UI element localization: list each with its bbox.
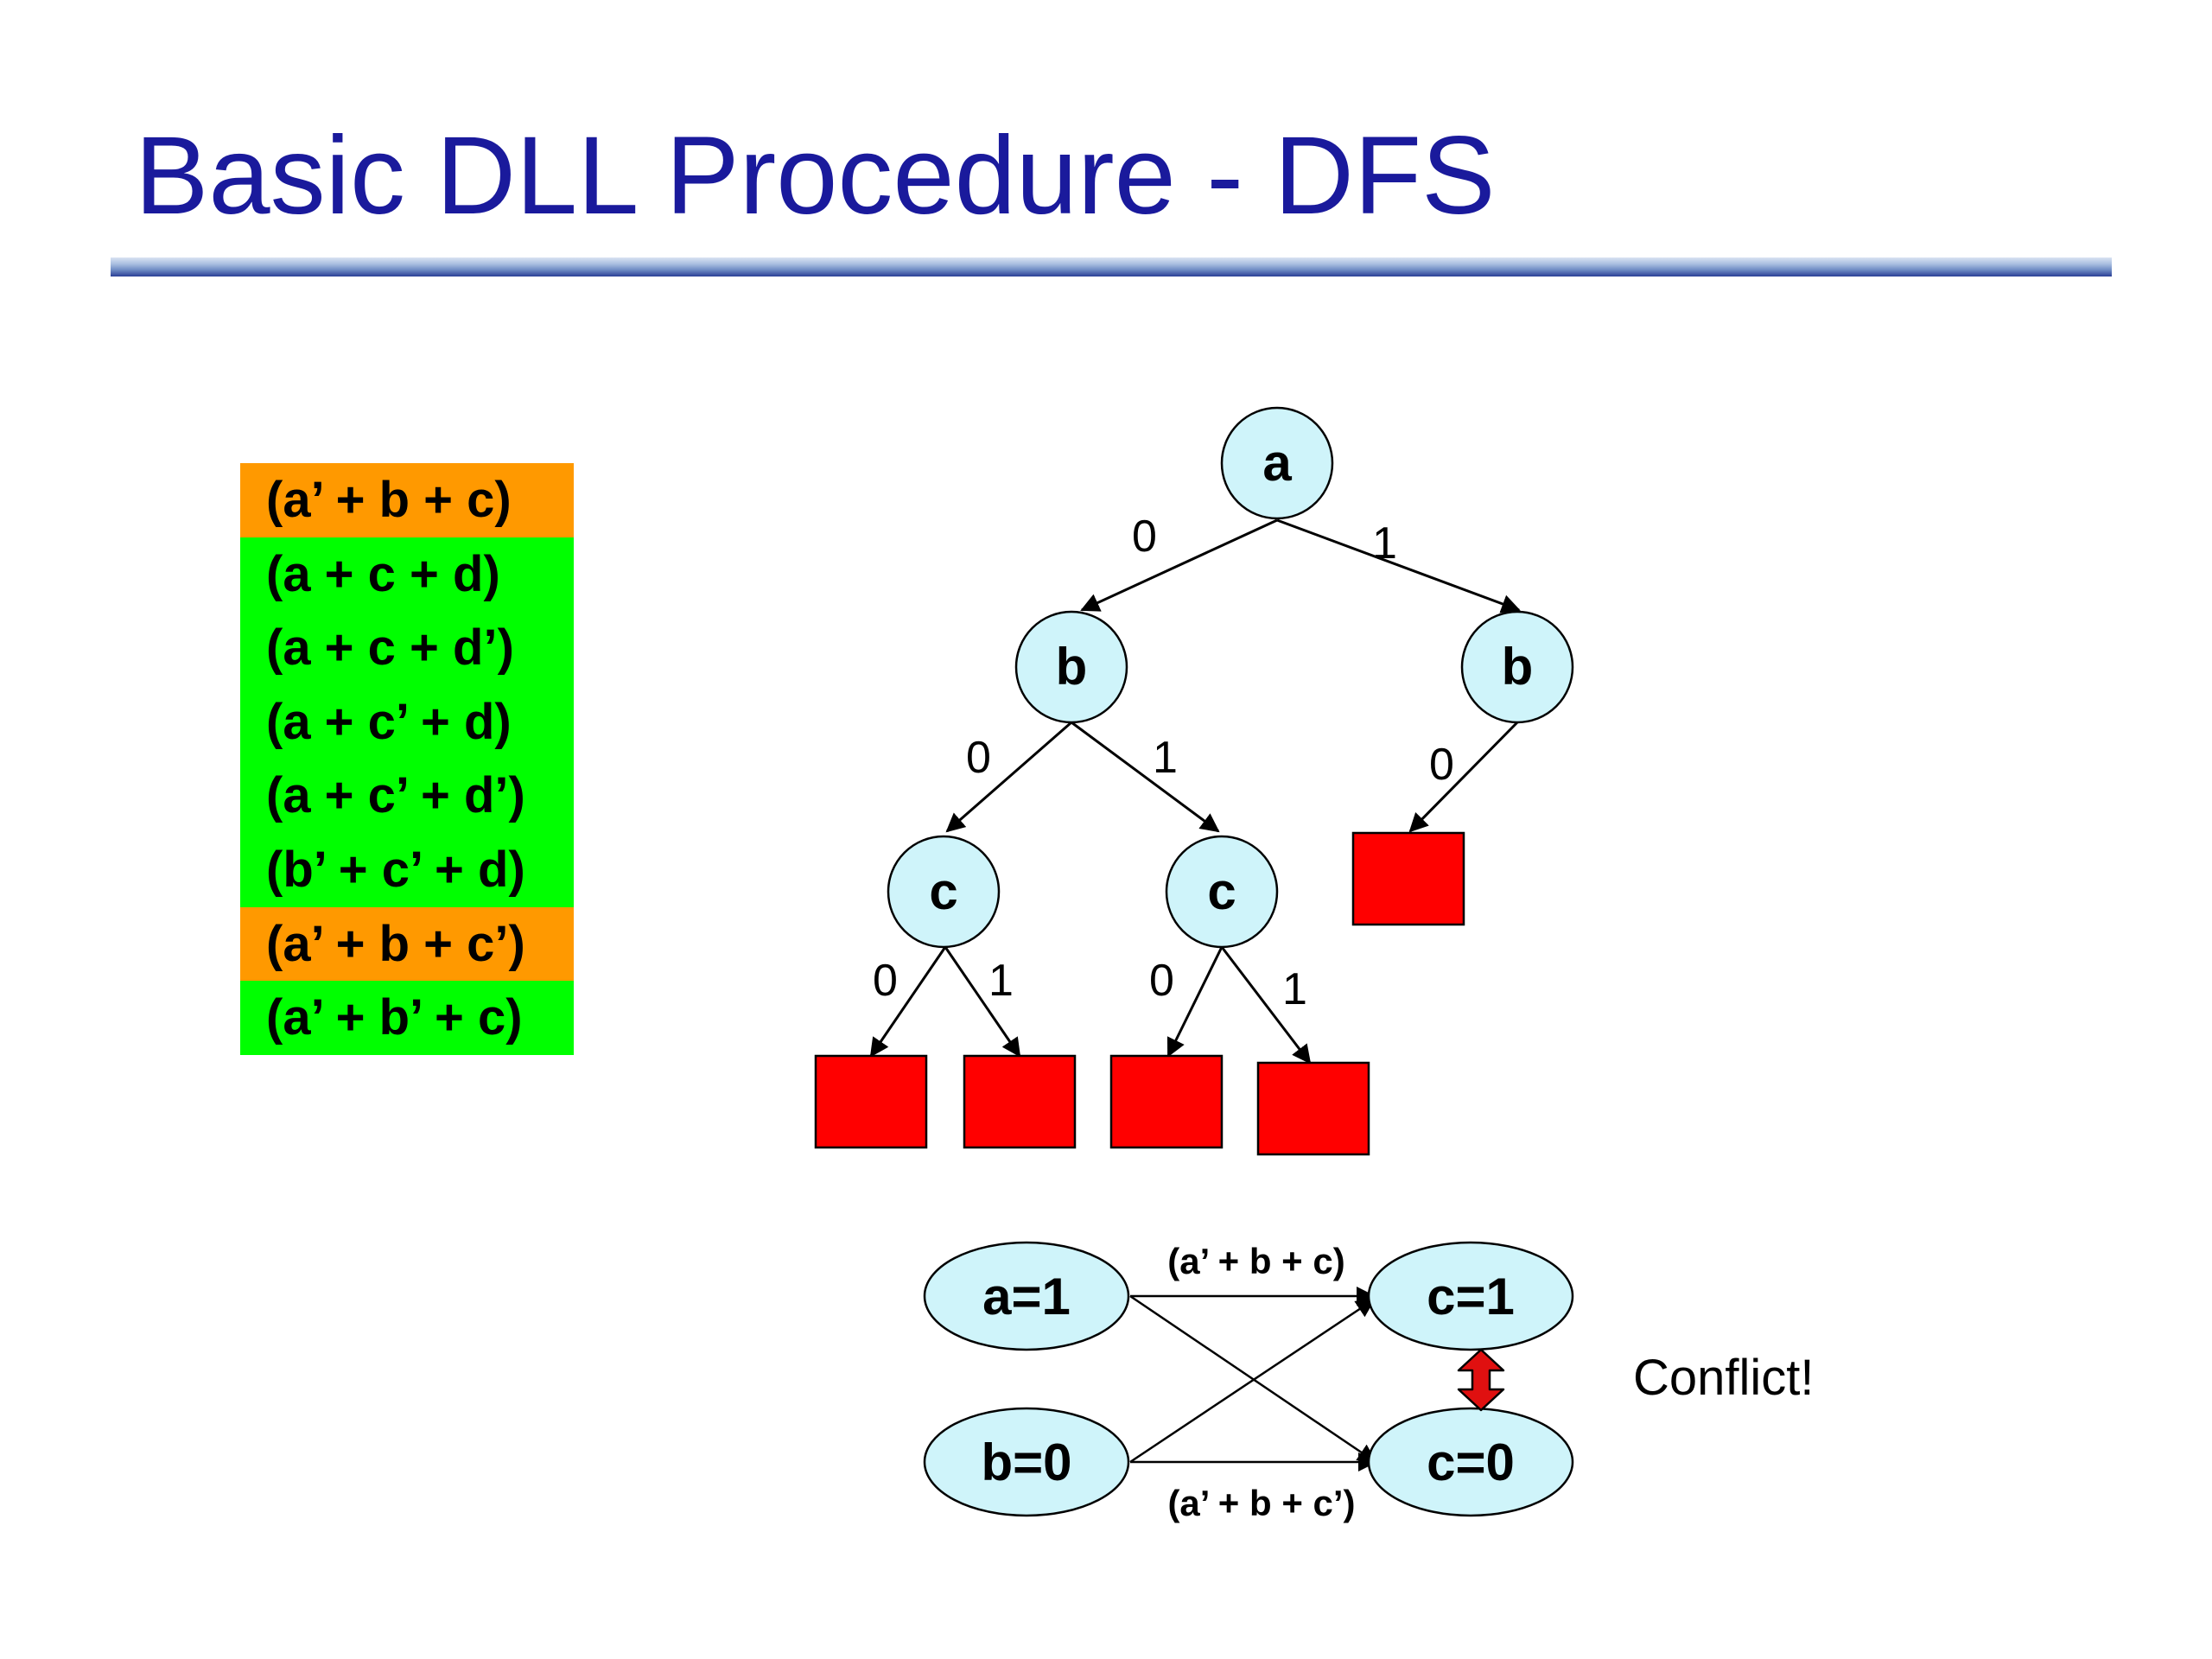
clause-item: (a’ + b’ + c) bbox=[240, 981, 574, 1055]
edge-label: 1 bbox=[988, 956, 1014, 1006]
slide-title: Basic DLL Procedure - DFS bbox=[135, 114, 1496, 238]
tree-node bbox=[1460, 610, 1574, 724]
implication-node bbox=[1367, 1407, 1574, 1517]
implication-node-label: c=1 bbox=[1427, 1268, 1515, 1325]
conflict-arrow-icon bbox=[1457, 1348, 1505, 1412]
implication-node-label: a=1 bbox=[982, 1268, 1071, 1325]
edge-label: 0 bbox=[1149, 956, 1174, 1006]
node-label: c bbox=[1207, 862, 1236, 920]
implication-node bbox=[1367, 1241, 1574, 1351]
conflict-leaf bbox=[1351, 831, 1465, 926]
implication-node-label: b=0 bbox=[981, 1433, 1071, 1491]
edge-label: 0 bbox=[1429, 740, 1454, 790]
node-label: a bbox=[1262, 434, 1292, 492]
edge-label: 1 bbox=[1153, 733, 1178, 783]
implication-graph bbox=[1129, 1287, 1377, 1471]
tree-edge bbox=[944, 946, 1021, 1058]
tree-edge bbox=[1276, 518, 1521, 613]
clause-item: (a + c’ + d’) bbox=[240, 759, 574, 833]
tree-edge bbox=[1166, 946, 1224, 1058]
edge-label: 0 bbox=[966, 733, 991, 783]
edge-label: 1 bbox=[1282, 964, 1307, 1014]
implication-edge bbox=[1129, 1298, 1376, 1464]
implication-node bbox=[923, 1407, 1130, 1517]
clause-list: (a’ + b + c) (a + c + d) (a + c + d’) (a… bbox=[240, 463, 574, 1055]
tree-node bbox=[1014, 610, 1128, 724]
tree-node bbox=[1220, 406, 1334, 520]
conflict-leaf bbox=[1109, 1054, 1224, 1149]
clause-item: (a’ + b + c) bbox=[240, 463, 574, 537]
node-label: c bbox=[929, 862, 957, 920]
conflict-label: Conflict! bbox=[1633, 1350, 1815, 1406]
edge-label: 0 bbox=[1132, 512, 1157, 562]
tree-node bbox=[887, 835, 1001, 949]
edge-label: 1 bbox=[1372, 518, 1397, 569]
tree-node bbox=[1165, 835, 1279, 949]
implication-edge-label: (a’ + b + c’) bbox=[1167, 1483, 1355, 1523]
implication-edge-label: (a’ + b + c) bbox=[1167, 1241, 1344, 1281]
node-label: b bbox=[1502, 638, 1534, 696]
title-divider bbox=[111, 257, 2112, 276]
node-label: b bbox=[1056, 638, 1088, 696]
clause-item: (b’ + c’ + d) bbox=[240, 832, 574, 907]
conflict-leaf bbox=[963, 1054, 1077, 1149]
clause-item: (a + c’ + d) bbox=[240, 684, 574, 760]
tree-edge bbox=[869, 946, 947, 1058]
implication-node-label: c=0 bbox=[1427, 1433, 1515, 1491]
clause-item: (a + c + d’) bbox=[240, 611, 574, 685]
conflict-leaf bbox=[814, 1054, 928, 1149]
clause-item: (a + c + d) bbox=[240, 537, 574, 612]
tree-edge bbox=[1080, 518, 1278, 612]
tree-edge bbox=[945, 721, 1072, 833]
edge-label: 0 bbox=[873, 956, 898, 1006]
implication-node bbox=[923, 1241, 1130, 1351]
tree-edge bbox=[1071, 721, 1220, 833]
clause-item: (a’ + b + c’) bbox=[240, 906, 574, 982]
tree-edge bbox=[1408, 721, 1519, 833]
tree-edge bbox=[1220, 946, 1312, 1065]
conflict-leaf bbox=[1256, 1061, 1370, 1156]
